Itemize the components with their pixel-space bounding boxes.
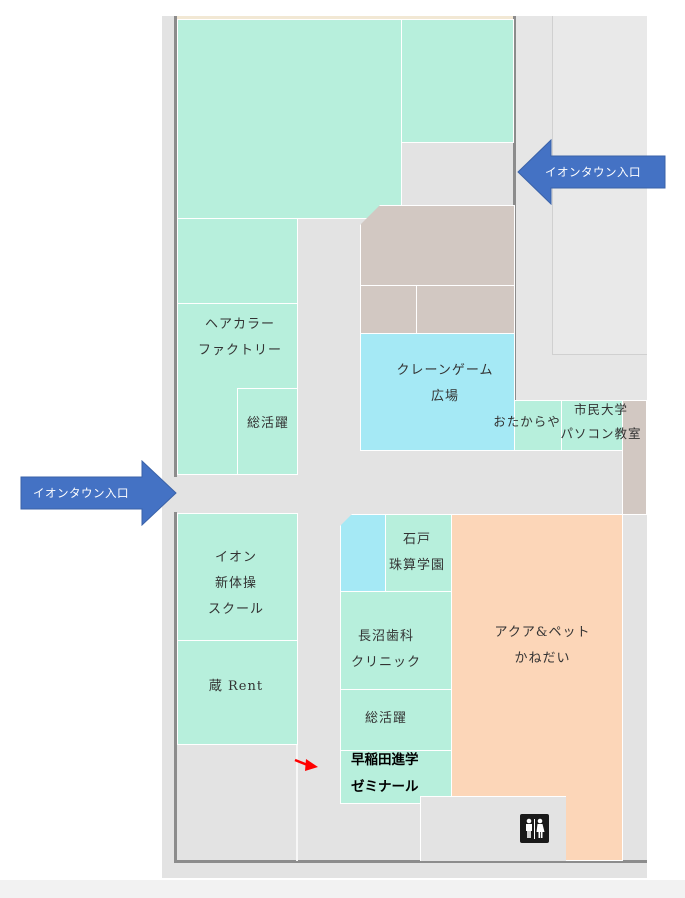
shop-unit-brown-left[interactable] (360, 285, 417, 334)
label-kura-rent: 蔵 Rent (208, 679, 264, 694)
shop-unit-brown-right[interactable] (416, 285, 515, 334)
entrance-label-west: イオンタウン入口 (33, 486, 129, 500)
shop-unit-brown-top[interactable] (360, 205, 515, 286)
shop-otakaraya[interactable] (514, 400, 562, 451)
wall-bottom (174, 860, 647, 863)
shop-crane-game[interactable] (360, 333, 515, 451)
label-aeon-gym-school: イオン 新体操 スクール (207, 550, 264, 617)
shop-kura-rent[interactable] (177, 640, 298, 745)
shop-unit-top-left[interactable] (177, 19, 402, 219)
corridor-divider-bottom-left (296, 745, 298, 861)
restroom-icon[interactable] (520, 814, 549, 843)
label-aqua-pet-kanedai: アクア&ペット かねだい (494, 625, 591, 666)
shop-waseda-shingaku-seminar[interactable] (340, 750, 452, 804)
shop-unit-blue-small[interactable] (340, 514, 386, 592)
footer-bar (0, 880, 685, 898)
wall-left-upper (174, 16, 177, 477)
label-ishido-soroban: 石戸 珠算学園 (388, 532, 445, 573)
label-sokatsuyaku-left: 総活躍 (246, 416, 289, 431)
shop-unit-left-2[interactable] (177, 218, 298, 304)
shop-aeon-gym-school[interactable] (177, 513, 298, 641)
label-hair-color-factory: ヘアカラー ファクトリー (197, 317, 282, 358)
shop-sokatsuyaku-left[interactable] (237, 388, 298, 475)
shop-naganuma-dental[interactable] (340, 591, 452, 690)
shop-sokatsuyaku-center[interactable] (340, 689, 452, 751)
top-edge-strip (175, 16, 515, 19)
label-shimin-daigaku: 市民大学 パソコン教室 (560, 402, 642, 441)
label-naganuma-dental: 長沼歯科 クリニック (350, 629, 421, 670)
shop-unit-brown-right-edge[interactable] (622, 400, 647, 515)
red-arrow-icon (294, 757, 320, 773)
entrance-arrow-east[interactable] (517, 138, 666, 206)
shop-unit-top-right[interactable] (401, 19, 514, 143)
entrance-arrow-west[interactable] (20, 459, 177, 527)
label-crane-game: クレーンゲーム 広場 (396, 363, 494, 404)
entrance-label-east: イオンタウン入口 (545, 165, 641, 179)
shop-shimin-daigaku[interactable] (561, 400, 623, 451)
label-waseda-shingaku-seminar: 早稲田進学 ゼミナール (351, 752, 419, 795)
label-sokatsuyaku-center: 総活躍 (364, 711, 407, 726)
label-otakaraya: おたからや (493, 414, 561, 429)
wall-left-lower (174, 512, 177, 862)
